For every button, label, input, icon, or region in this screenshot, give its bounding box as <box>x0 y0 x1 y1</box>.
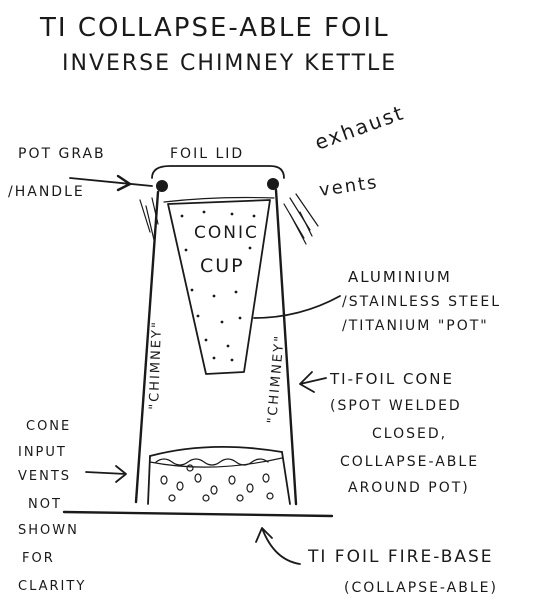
pot-label-line-2: /STAINLESS STEEL <box>342 294 501 310</box>
conic-cup-outline <box>167 199 271 375</box>
pot-label-line-3: /TITANIUM "POT" <box>342 318 489 334</box>
cone-pointer <box>299 371 327 393</box>
cone-label-line-1: TI-FOIL CONE <box>329 370 454 388</box>
fire-base-wave <box>155 458 269 466</box>
vents-note-line-2: INPUT <box>18 445 67 460</box>
lid-knob-right <box>267 178 279 190</box>
base-label-line-1: TI FOIL FIRE-BASE <box>307 547 494 567</box>
vents-note-line-4: NOT <box>28 497 62 512</box>
vents-note-line-7: CLARITY <box>18 579 86 594</box>
ground-line <box>62 510 334 518</box>
vents-note-line-5: SHOWN <box>18 523 79 538</box>
outer-cone-right <box>274 188 298 506</box>
vents-label: vents <box>318 172 380 201</box>
pot-pointer <box>253 295 341 319</box>
vents-note-line-6: FOR <box>22 551 55 566</box>
fire-base-ring-top <box>149 445 283 457</box>
cone-label-line-4: COLLAPSE-ABLE <box>340 454 479 470</box>
fire-base-holes <box>160 464 274 502</box>
handle-line <box>69 177 153 187</box>
lid-knob-left <box>156 180 168 192</box>
vents-note-line-3: VENTS <box>18 469 71 484</box>
chimney-left-label: "CHIMNEY" <box>147 320 165 410</box>
cone-label-line-3: CLOSED, <box>372 426 447 442</box>
exhaust-label: exhaust <box>312 100 408 155</box>
vents-note-line-1: CONE <box>26 419 71 434</box>
fire-base-right <box>281 451 291 505</box>
title-line-2: INVERSE CHIMNEY KETTLE <box>62 51 397 76</box>
vents-pointer <box>85 465 127 483</box>
handle-label: /HANDLE <box>8 184 85 200</box>
foil-lid-bracket <box>151 165 285 179</box>
handle-tip <box>116 174 132 192</box>
title-line-1: TI COLLAPSE-ABLE FOIL <box>39 13 390 43</box>
cup-label: CUP <box>200 255 245 277</box>
chimney-right-label: "CHIMNEY" <box>265 334 288 425</box>
foil-lid-label: FOIL LID <box>170 146 244 162</box>
cone-label-line-5: AROUND POT) <box>348 480 470 496</box>
conic-label: CONIC <box>194 223 259 243</box>
pot-grab-label: POT GRAB <box>18 146 106 162</box>
outer-cone-left <box>134 190 160 504</box>
base-pointer <box>255 527 301 565</box>
pot-label-line-1: ALUMINIUM <box>348 268 452 286</box>
base-label-line-2: (COLLAPSE-ABLE) <box>344 580 498 596</box>
fire-base-left <box>147 455 151 505</box>
conic-cup-rim <box>163 196 275 203</box>
cup-bubbles <box>180 210 256 362</box>
cone-label-line-2: (SPOT WELDED <box>330 398 462 414</box>
